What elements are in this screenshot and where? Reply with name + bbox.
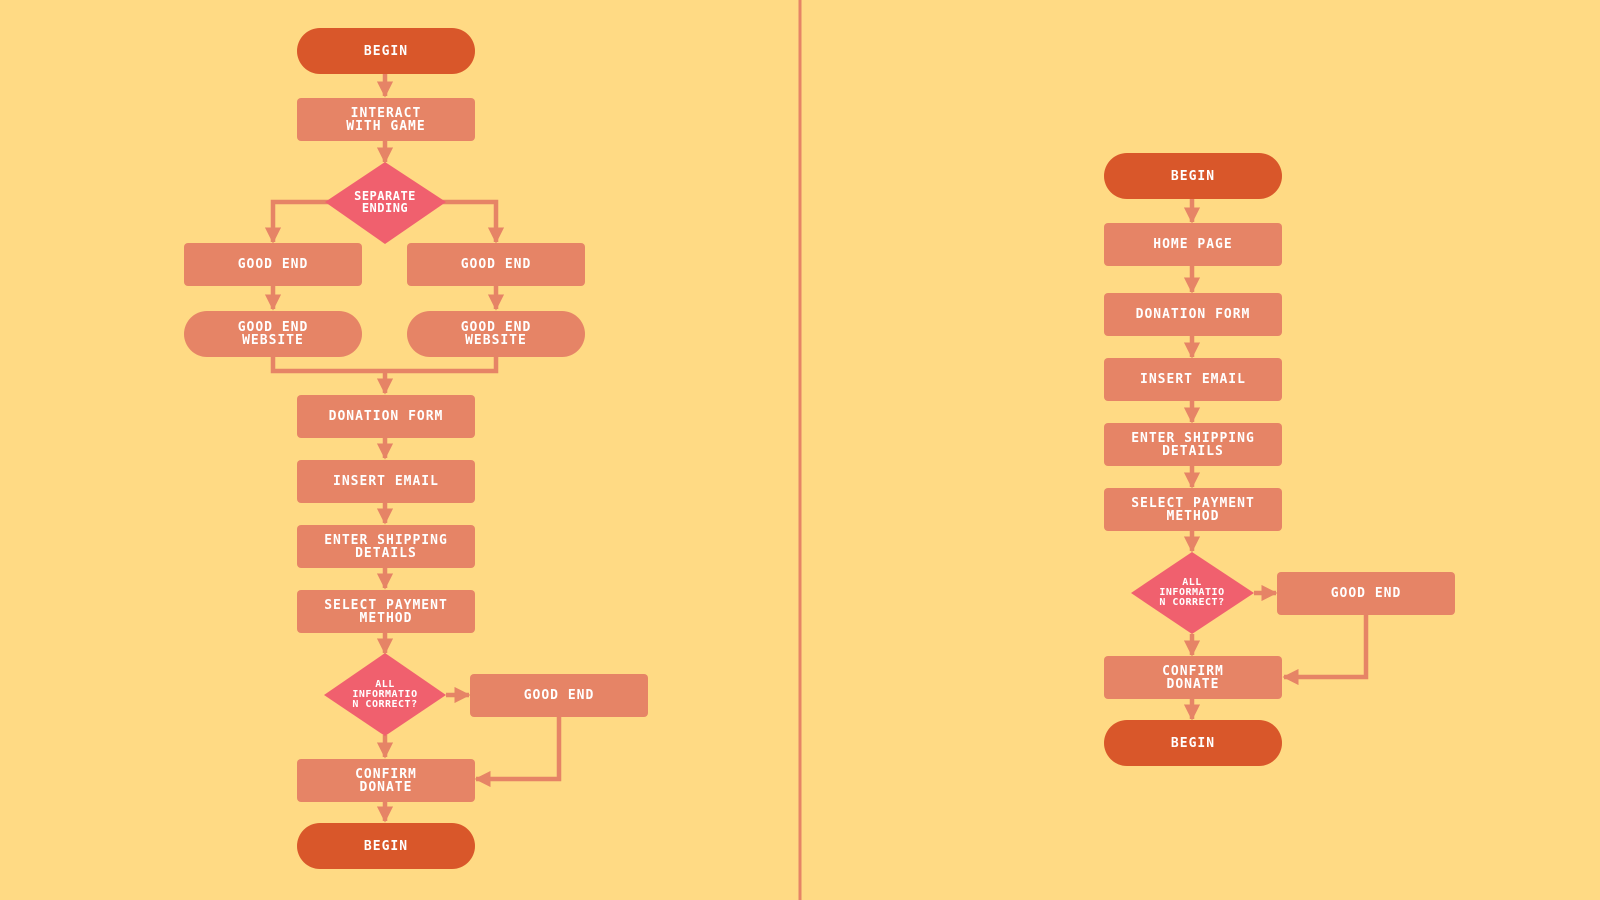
insert-email-box-right: INSERT EMAIL: [1104, 358, 1282, 401]
connector: [474, 717, 562, 788]
connector: [264, 199, 330, 244]
home-page-box: HOME PAGE: [1104, 223, 1282, 266]
end-terminal: BEGIN: [297, 823, 475, 869]
good-end-box-a: GOOD END: [184, 243, 362, 286]
donation-form-box-right: DONATION FORM: [1104, 293, 1282, 336]
interact-with-game-box: INTERACT WITH GAME: [297, 98, 475, 141]
good-end-website-a: GOOD END WEBSITE: [184, 311, 362, 357]
connector: [1282, 615, 1369, 686]
good-end-website-b: GOOD END WEBSITE: [407, 311, 585, 357]
decision-separate-ending-shape: [325, 162, 446, 244]
good-end-box-right: GOOD END: [1277, 572, 1455, 615]
connector: [270, 356, 499, 374]
select-payment-method-box-right: SELECT PAYMENT METHOD: [1104, 488, 1282, 531]
decision-all-information-correct-right: ALL INFORMATIO N CORRECT?: [1159, 577, 1225, 608]
good-end-box-c: GOOD END: [470, 674, 648, 717]
select-payment-method-box: SELECT PAYMENT METHOD: [297, 590, 475, 633]
donation-form-box: DONATION FORM: [297, 395, 475, 438]
enter-shipping-details-box: ENTER SHIPPING DETAILS: [297, 525, 475, 568]
decision-all-info-correct-shape: [324, 653, 446, 736]
decision-all-info-correct-shape-right: [1131, 552, 1254, 634]
connector: [440, 199, 505, 244]
begin-terminal-right: BEGIN: [1104, 153, 1282, 199]
decision-all-information-correct: ALL INFORMATIO N CORRECT?: [352, 679, 418, 710]
begin-terminal: BEGIN: [297, 28, 475, 74]
confirm-donate-box: CONFIRM DONATE: [297, 759, 475, 802]
enter-shipping-details-box-right: ENTER SHIPPING DETAILS: [1104, 423, 1282, 466]
decision-separate-ending: SEPARATE ENDING: [354, 189, 416, 215]
good-end-box-b: GOOD END: [407, 243, 585, 286]
insert-email-box: INSERT EMAIL: [297, 460, 475, 503]
confirm-donate-box-right: CONFIRM DONATE: [1104, 656, 1282, 699]
end-terminal-right: BEGIN: [1104, 720, 1282, 766]
